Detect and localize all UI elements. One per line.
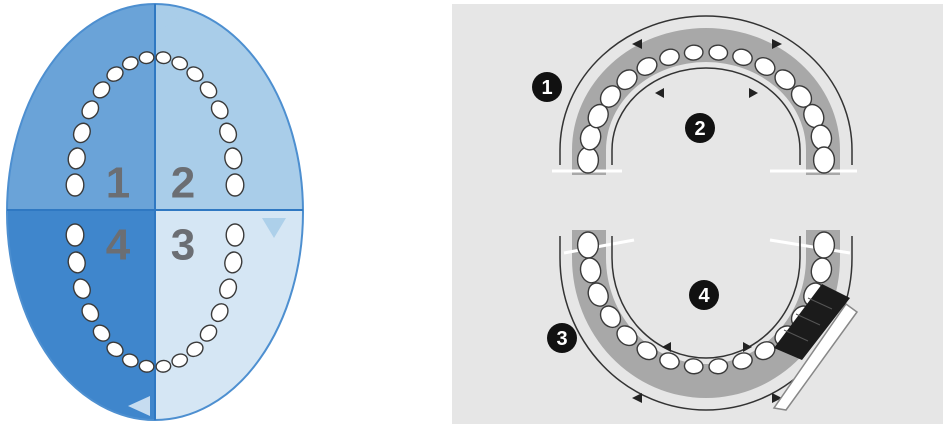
tooth [814,147,835,173]
tooth [578,232,599,258]
step-label-3: 3 [556,328,567,350]
quadrant-svg: 1 2 4 3 [0,0,320,427]
quadrant-label-2: 2 [171,159,195,208]
brushing-sequence-diagram: 1 2 3 4 [452,0,943,427]
step-label-4: 4 [698,285,710,307]
step-label-1: 1 [541,77,552,99]
tooth [226,174,244,196]
quadrant-label-4: 4 [106,221,131,270]
tooth [66,174,84,196]
sequence-svg: 1 2 3 4 [452,0,943,427]
quadrant-diagram: 1 2 4 3 [0,0,320,427]
tooth [578,147,599,173]
quadrant-label-3: 3 [171,221,195,270]
quadrant-label-1: 1 [106,159,130,208]
tooth [814,232,835,258]
tooth [226,224,244,246]
tooth [66,224,84,246]
step-label-2: 2 [694,118,705,140]
